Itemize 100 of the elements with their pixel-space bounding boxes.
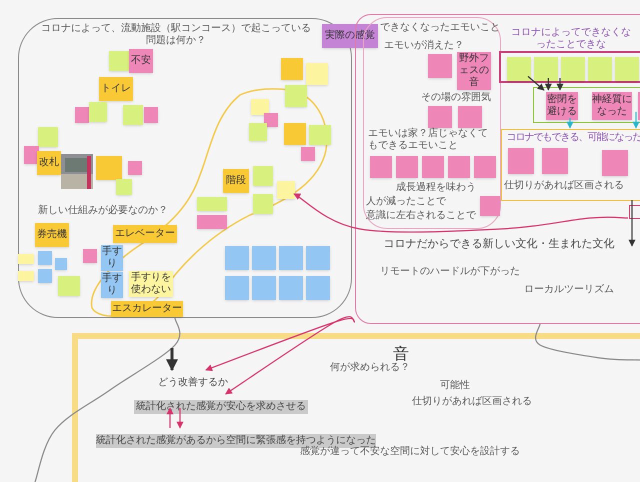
note-text: 手すり bbox=[101, 246, 123, 270]
sticky-note bbox=[422, 156, 444, 178]
sticky-note bbox=[109, 51, 129, 71]
sticky-note bbox=[55, 258, 67, 270]
sticky-note bbox=[89, 102, 107, 122]
arrow bbox=[293, 193, 628, 233]
sticky-note bbox=[306, 246, 330, 270]
sticky-note bbox=[113, 225, 177, 243]
note-text: 券売機 bbox=[37, 229, 67, 241]
note-text: 神経質になった bbox=[592, 94, 632, 118]
sticky-note bbox=[37, 151, 61, 175]
sticky-note bbox=[542, 148, 568, 174]
sticky-note bbox=[18, 271, 34, 281]
note-text: 手すり bbox=[101, 273, 123, 297]
sticky-note bbox=[35, 223, 69, 247]
sticky-note bbox=[306, 276, 330, 300]
note-text: 何が求められる？ bbox=[330, 362, 410, 374]
frame-heading: 音 bbox=[393, 345, 410, 363]
sticky-note bbox=[474, 156, 496, 178]
note-text: 階段 bbox=[226, 175, 246, 187]
sticky-note bbox=[129, 49, 153, 73]
note-text: 野外フェスの音 bbox=[458, 53, 490, 89]
frame bbox=[501, 129, 640, 201]
arrow bbox=[544, 78, 552, 91]
sticky-note bbox=[249, 123, 267, 141]
sticky-note bbox=[480, 196, 500, 216]
connector-line bbox=[535, 324, 640, 361]
connector-line bbox=[34, 318, 180, 482]
sticky-note bbox=[322, 24, 378, 48]
sticky-note bbox=[534, 57, 558, 81]
sticky-note bbox=[38, 251, 52, 265]
sticky-note bbox=[223, 169, 249, 193]
sticky-note bbox=[277, 181, 295, 199]
sticky-note bbox=[370, 156, 392, 178]
arrow bbox=[556, 78, 564, 91]
note-text: どう改善するか bbox=[156, 376, 230, 390]
note-text: 新しい仕組みが必要なのか？ bbox=[38, 205, 168, 217]
arrow bbox=[566, 118, 574, 129]
note-text: エレベーター bbox=[115, 228, 175, 240]
frame bbox=[72, 333, 640, 482]
frame bbox=[355, 14, 640, 324]
arrow bbox=[628, 200, 636, 247]
note-text: 仕切りがあれば区画される bbox=[504, 180, 624, 192]
sticky-note bbox=[75, 107, 89, 123]
note-text: 仕切りがあれば区画される bbox=[412, 396, 532, 408]
arrow bbox=[166, 348, 178, 372]
note-text: 感覚が違って不安な空間に対して安心を設計する bbox=[300, 446, 520, 458]
frame-heading: コロナによって、流動施設（駅コンコース）で起こっている問題は何か？ bbox=[41, 23, 311, 47]
note-text: 不安 bbox=[131, 55, 151, 67]
note-text: 密閉を避ける bbox=[546, 94, 578, 118]
sticky-note bbox=[58, 276, 80, 296]
sticky-note bbox=[38, 127, 58, 147]
arrow bbox=[205, 318, 356, 372]
sticky-note bbox=[561, 57, 585, 81]
note-text: 成長過程を味わう bbox=[396, 182, 476, 194]
sticky-note bbox=[264, 113, 278, 127]
sticky-note bbox=[197, 215, 227, 229]
sticky-note bbox=[252, 276, 276, 300]
sticky-note bbox=[615, 57, 639, 81]
arrow bbox=[528, 76, 545, 91]
sticky-note bbox=[144, 107, 158, 123]
note-text: 可能性 bbox=[440, 380, 470, 392]
frame-heading: コロナだからできる新しい文化・生まれた文化 bbox=[382, 237, 616, 251]
sticky-note bbox=[96, 156, 122, 180]
sticky-note bbox=[301, 147, 315, 161]
sticky-note bbox=[279, 276, 303, 300]
sticky-note bbox=[309, 125, 331, 145]
sticky-note bbox=[116, 179, 132, 195]
sticky-note bbox=[252, 246, 276, 270]
frame-heading: コロナでもできる、可能になった bbox=[506, 132, 640, 144]
note-text: エスカレーター bbox=[112, 303, 182, 315]
sticky-note bbox=[602, 150, 628, 176]
frame-heading: コロナによってできなくなったことできな bbox=[510, 27, 632, 51]
note-text: エモいは家？店じゃなくてもできるエモいこと bbox=[368, 128, 489, 152]
arrow bbox=[632, 112, 640, 129]
sticky-note bbox=[251, 99, 269, 115]
sticky-note bbox=[18, 254, 34, 264]
note-text: 意識に左右されることで bbox=[366, 210, 476, 222]
note-text: 改札 bbox=[39, 157, 59, 169]
sticky-note bbox=[225, 276, 249, 300]
sticky-note bbox=[588, 57, 612, 81]
sticky-note bbox=[396, 156, 418, 178]
sticky-note bbox=[281, 58, 303, 80]
sticky-note bbox=[458, 106, 482, 128]
sticky-note bbox=[253, 166, 273, 186]
sticky-note bbox=[253, 194, 273, 214]
note-text: ローカルツーリズム bbox=[524, 284, 614, 296]
arrow bbox=[225, 316, 356, 394]
note-text: リモートのハードルが下がった bbox=[380, 266, 520, 278]
frame-heading: できなくなったエモいこと bbox=[379, 22, 501, 34]
sticky-note bbox=[128, 161, 142, 175]
note-text: 手すりを使わない bbox=[130, 272, 172, 296]
sticky-note bbox=[225, 246, 249, 270]
sticky-note bbox=[279, 246, 303, 270]
sticky-note bbox=[284, 123, 306, 145]
note-text: 人が減ったことで bbox=[366, 196, 446, 208]
sticky-note bbox=[99, 77, 133, 101]
sticky-note bbox=[508, 148, 534, 174]
note-caption: その場の雰囲気 bbox=[421, 92, 491, 104]
arrow bbox=[166, 407, 174, 428]
